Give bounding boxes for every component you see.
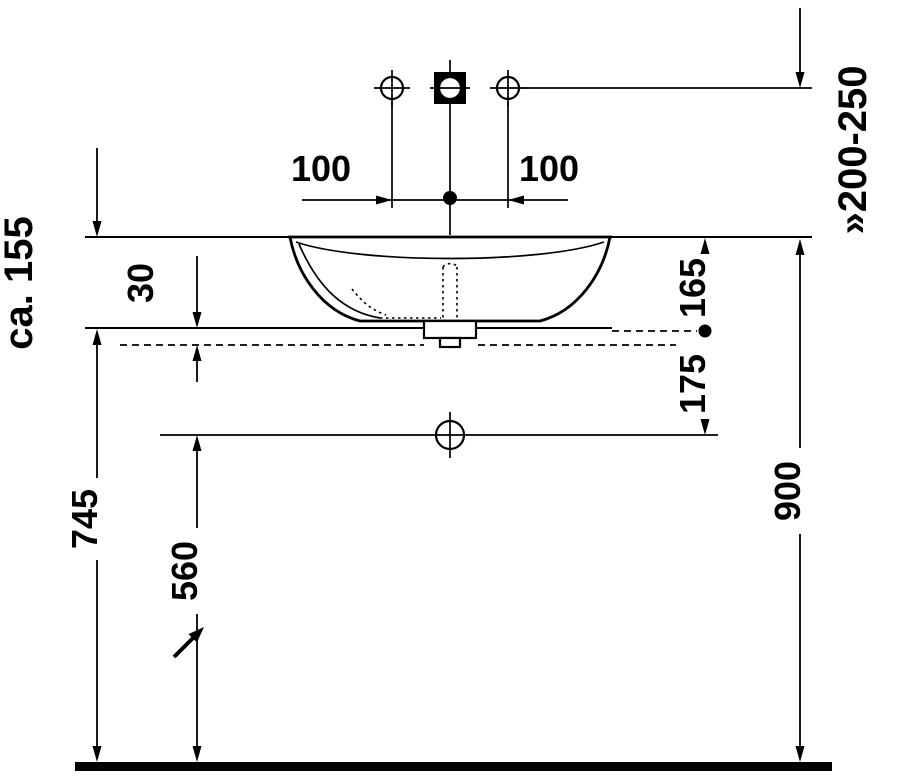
- faucet-holes: [374, 70, 526, 205]
- dim-label-floor-to-rim: 900: [767, 461, 808, 521]
- dim-label-countertop-thickness: 30: [120, 263, 161, 303]
- arrow-up-rim-900: [795, 239, 805, 255]
- arrow-up-rim-165: [700, 238, 710, 254]
- dim-label-rim-to-reference: 165: [672, 258, 713, 318]
- right-reference-dot: [698, 324, 712, 338]
- up-right-arrow-icon: [172, 627, 204, 659]
- basin-hidden-drain-dotted: [351, 262, 458, 320]
- basin-inner-wall: [298, 243, 381, 319]
- dim-label-tap-pitch-right: 100: [519, 148, 579, 189]
- floor-line: [75, 762, 832, 771]
- arrow-up-underside-30: [192, 345, 202, 361]
- arrow-up-counter-left: [92, 329, 102, 345]
- tap-hole-cross-ticks: [374, 70, 526, 106]
- arrow-left-100-right: [508, 195, 524, 205]
- arrow-down-floor-745: [92, 746, 102, 762]
- dim-label-reference-to-drain: 175: [672, 354, 713, 414]
- drain-outlet-circle: [434, 419, 466, 451]
- dim-label-tap-pitch-left: 100: [291, 148, 351, 189]
- basin-rim-back-arc: [295, 241, 605, 260]
- arrow-down-rim-left: [92, 221, 102, 237]
- basin: [288, 235, 612, 349]
- drain-flange: [422, 319, 478, 340]
- arrow-down-faucet-200-250: [795, 72, 805, 88]
- basin-body-fill: [290, 237, 610, 321]
- drain-flange-tailpiece: [438, 336, 462, 349]
- arrow-down-floor-900: [795, 746, 805, 762]
- dimension-arrowheads: [92, 72, 805, 762]
- arrow-down-floor-560: [192, 746, 202, 762]
- arrow-right-100-left: [376, 195, 392, 205]
- center-reference-dot: [443, 191, 457, 205]
- dim-label-faucet-height-range: »200-250: [831, 65, 875, 234]
- dim-label-floor-to-countertop: 745: [64, 489, 105, 549]
- arrow-up-drain-560: [192, 435, 202, 451]
- dim-label-basin-height: ca. 155: [0, 216, 41, 349]
- arrow-down-drain-175: [700, 419, 710, 435]
- arrow-down-counter-30: [192, 312, 202, 328]
- dim-label-floor-to-drain: 560: [164, 541, 205, 601]
